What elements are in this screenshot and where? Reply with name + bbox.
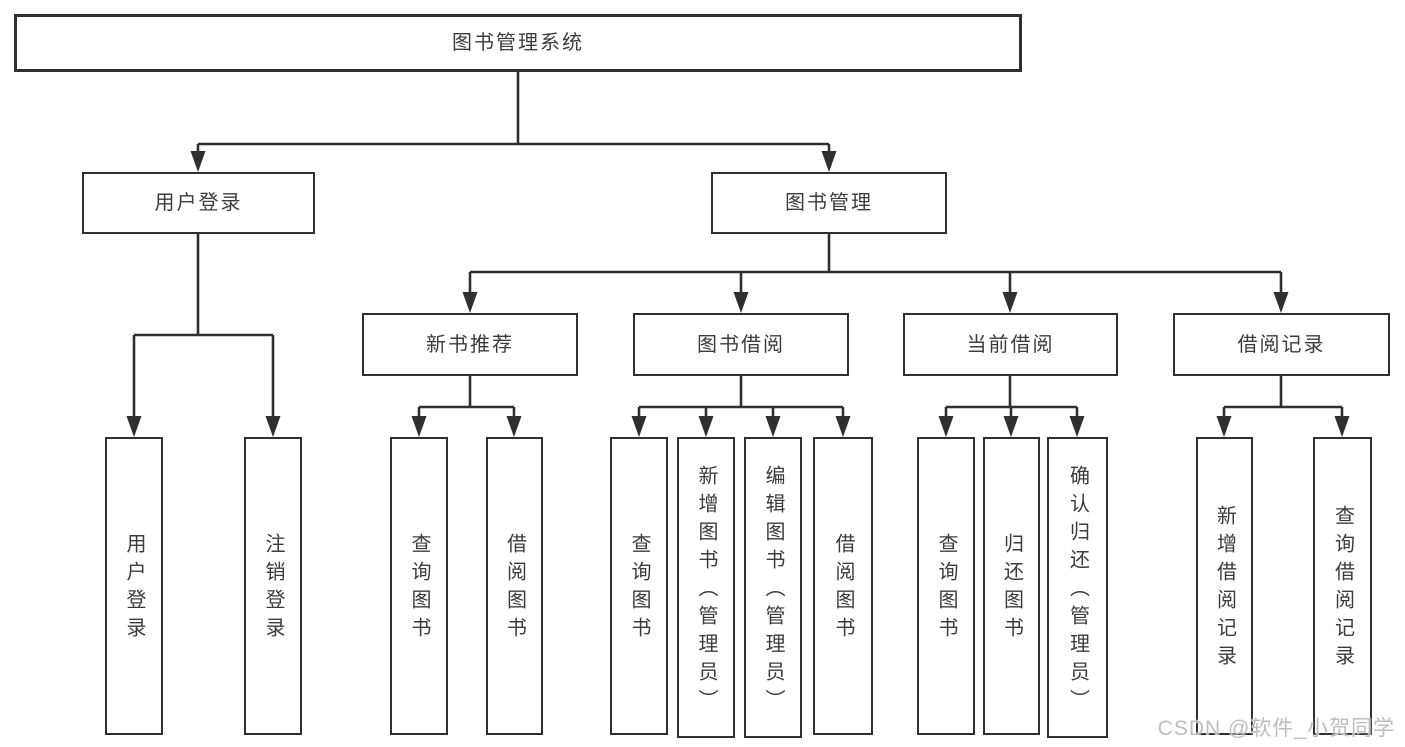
node-book-management: 图书管理 (711, 172, 947, 234)
arrowhead-icon (1216, 416, 1232, 437)
node-book-borrowing: 图书借阅 (633, 313, 849, 376)
arrowhead-icon (733, 292, 749, 313)
leaf-query-borrowing-record: 查询借阅记录 (1313, 437, 1372, 735)
arrowhead-icon (411, 416, 427, 437)
node-user-login: 用户登录 (82, 172, 315, 234)
arrowhead-icon (1003, 416, 1019, 437)
arrowhead-icon (1069, 416, 1085, 437)
leaf-add-books-admin: 新增图书（管理员） (677, 437, 735, 738)
arrowhead-icon (1273, 292, 1289, 313)
arrowhead-icon (835, 416, 851, 437)
arrowhead-icon (821, 151, 837, 172)
leaf-query-books-current: 查询图书 (917, 437, 975, 735)
leaf-borrow-books: 借阅图书 (813, 437, 873, 735)
leaf-query-books-borrowing: 查询图书 (610, 437, 668, 735)
node-borrowing-records: 借阅记录 (1173, 313, 1390, 376)
arrowhead-icon (765, 416, 781, 437)
node-new-book-recommendation: 新书推荐 (362, 313, 578, 376)
leaf-confirm-return-admin: 确认归还（管理员） (1047, 437, 1108, 738)
leaf-borrow-books-recommend: 借阅图书 (486, 437, 543, 735)
arrowhead-icon (938, 416, 954, 437)
arrowhead-icon (265, 416, 281, 437)
node-library-management-system: 图书管理系统 (14, 14, 1022, 72)
arrowhead-icon (126, 416, 142, 437)
node-current-borrowing: 当前借阅 (903, 313, 1118, 376)
leaf-logout: 注销登录 (244, 437, 302, 735)
leaf-user-login: 用户登录 (105, 437, 163, 735)
arrowhead-icon (1002, 292, 1018, 313)
watermark: CSDN @软件_小贺同学 (1157, 717, 1395, 740)
arrowhead-icon (190, 151, 206, 172)
leaf-edit-books-admin: 编辑图书（管理员） (744, 437, 802, 738)
leaf-query-books-recommend: 查询图书 (390, 437, 448, 735)
arrowhead-icon (631, 416, 647, 437)
leaf-return-books: 归还图书 (983, 437, 1040, 735)
arrowhead-icon (1334, 416, 1350, 437)
arrowhead-icon (506, 416, 522, 437)
arrowhead-icon (698, 416, 714, 437)
leaf-add-borrowing-record: 新增借阅记录 (1196, 437, 1253, 735)
arrowhead-icon (462, 292, 478, 313)
